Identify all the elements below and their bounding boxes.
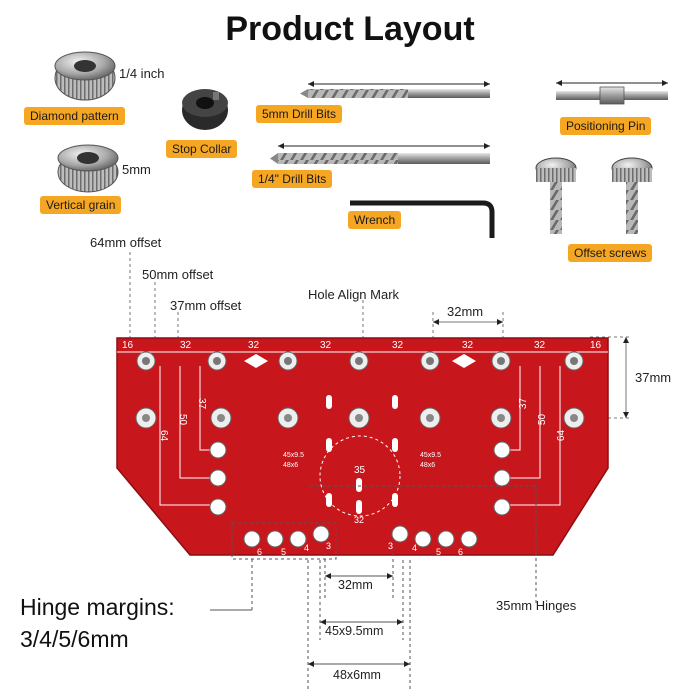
offset-50-label: 50mm offset [142,267,214,282]
hinge-number: 3 [388,541,394,551]
drill-bit-quarter-icon [270,143,490,164]
dimension-45x9: 45x9.5mm [325,624,384,638]
side-mark: 64 [158,429,170,442]
hinge-number: 5 [281,547,287,557]
hinge-number: 4 [412,543,418,553]
dimension-32mm: 32mm [338,578,373,592]
hinge-number: 3 [326,541,332,551]
dowel-jig-plate [116,337,609,556]
hinge-number: 5 [436,547,442,557]
scale-mark: 32 [534,340,546,351]
diamond-pattern-tag: Diamond pattern [24,107,125,125]
center-mark-32: 32 [354,515,365,525]
scale-mark: 16 [590,340,602,351]
hinge-margins-values: 3/4/5/6mm [20,626,129,652]
side-mark: 50 [177,413,189,426]
side-mark: 37 [518,397,530,410]
offset-screw-icon [535,157,577,234]
center-mark-35: 35 [354,465,366,476]
scale-mark: 32 [320,340,332,351]
offset-64-label: 64mm offset [90,235,162,250]
side-mark: 50 [537,413,549,426]
drill-bit-5mm-icon [300,81,490,98]
positioning-pin-tag: Positioning Pin [560,117,652,135]
page-title: Product Layout [225,10,475,48]
scale-mark: 32 [462,340,474,351]
knurl-size-label: 5mm [122,162,151,177]
hinge-number: 6 [257,547,263,557]
positioning-pin-icon [556,80,668,105]
small-mark: 48x6 [283,462,299,469]
offset-screws-tag: Offset screws [568,244,653,262]
vertical-knurl-nut-icon [57,144,119,193]
stop-collar-tag: Stop Collar [166,140,238,158]
offset-37-label: 37mm offset [170,298,242,313]
spacing-top-label: 32mm [447,304,484,319]
scale-mark: 32 [392,340,404,351]
drill-quarter-tag: 1/4" Drill Bits [252,170,333,188]
stop-collar-icon [182,89,228,130]
small-mark: 48x6 [420,462,436,469]
diamond-knurl-nut-icon [54,51,116,101]
scale-mark: 32 [248,340,260,351]
small-mark: 45x9.5 [420,452,442,459]
hinge-number: 6 [458,547,464,557]
knurl-size-label: 1/4 inch [119,66,165,81]
spacing-right-label: 37mm [635,370,672,385]
vertical-grain-tag: Vertical grain [40,196,122,214]
side-mark: 64 [556,429,568,442]
hole-align-mark-label: Hole Align Mark [308,287,400,302]
side-mark: 37 [196,397,208,410]
dimension-48x6: 48x6mm [333,668,381,682]
dimension-lines [210,485,537,690]
hinges-35mm-label: 35mm Hinges [496,598,577,613]
allen-wrench-icon [350,200,495,238]
offset-screw-icon [611,157,653,234]
scale-mark: 32 [180,340,192,351]
scale-mark: 16 [122,340,134,351]
drill-5mm-tag: 5mm Drill Bits [256,105,342,123]
hinge-number: 4 [304,543,310,553]
small-mark: 45x9.5 [283,452,305,459]
wrench-tag: Wrench [348,211,402,229]
hinge-margins-title: Hinge margins: [20,594,175,620]
